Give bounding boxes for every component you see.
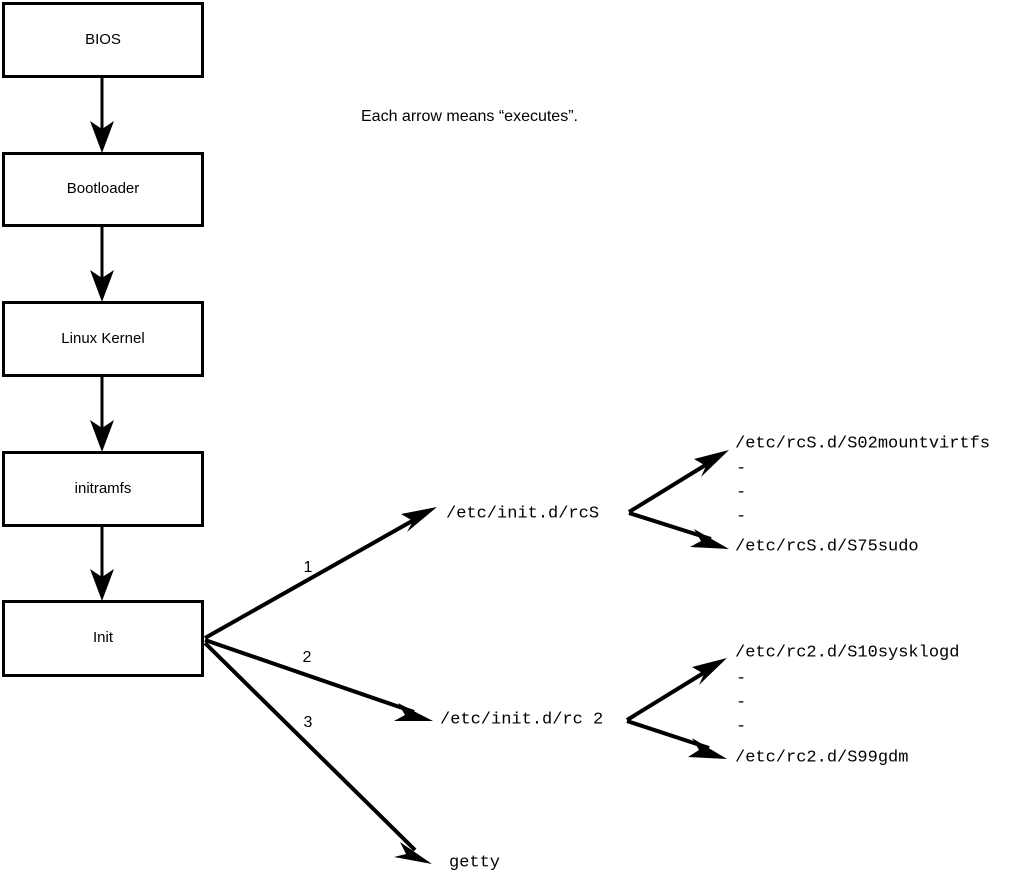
arrow-bootloader-to-kernel	[90, 226, 114, 302]
node-linux-kernel[interactable]: Linux Kernel	[2, 301, 204, 377]
node-init-label: Init	[93, 629, 114, 646]
label-rcsd-ellipsis-2: -	[736, 483, 746, 502]
edge-rc2-to-last-script	[626, 719, 727, 759]
label-rc2d-first-script[interactable]: /etc/rc2.d/S10sysklogd	[735, 643, 959, 662]
node-bios[interactable]: BIOS	[2, 2, 204, 78]
node-linux-kernel-label: Linux Kernel	[61, 330, 144, 347]
edge-label-branch-2: 2	[303, 649, 312, 666]
arrow-bios-to-bootloader	[90, 77, 114, 153]
edge-rc2-to-first-script	[625, 658, 727, 722]
edge-init-branch-1	[204, 507, 437, 640]
label-rc2d-ellipsis-3: -	[736, 717, 746, 736]
label-rcsd-last-script[interactable]: /etc/rcS.d/S75sudo	[735, 537, 919, 556]
label-etc-initd-rc2[interactable]: /etc/init.d/rc 2	[440, 710, 603, 729]
node-bootloader-rect	[2, 152, 204, 227]
node-bios-rect	[2, 2, 204, 78]
node-init-rect	[2, 600, 204, 677]
label-rcsd-ellipsis-3: -	[736, 507, 746, 526]
node-bootloader[interactable]: Bootloader	[2, 152, 204, 227]
edge-label-branch-3: 3	[304, 714, 313, 731]
arrow-kernel-to-initramfs	[90, 376, 114, 452]
arrow-initramfs-to-init	[90, 526, 114, 601]
edge-rcs-to-first-script	[627, 450, 729, 514]
edge-init-branch-2	[204, 638, 433, 721]
node-bios-label: BIOS	[85, 31, 121, 48]
label-rcsd-ellipsis-1: -	[736, 459, 746, 478]
node-linux-kernel-rect	[2, 301, 204, 377]
node-initramfs-rect	[2, 451, 204, 527]
label-rc2d-ellipsis-1: -	[736, 669, 746, 688]
label-rcsd-first-script[interactable]: /etc/rcS.d/S02mountvirtfs	[735, 434, 990, 453]
label-rc2d-last-script[interactable]: /etc/rc2.d/S99gdm	[735, 748, 908, 767]
edge-label-branch-1: 1	[304, 559, 313, 576]
label-rc2d-ellipsis-2: -	[736, 693, 746, 712]
node-initramfs[interactable]: initramfs	[2, 451, 204, 527]
label-etc-initd-rcs[interactable]: /etc/init.d/rcS	[446, 504, 599, 523]
edge-rcs-to-last-script	[628, 511, 729, 549]
edge-init-branch-3	[203, 641, 432, 864]
node-initramfs-label: initramfs	[75, 480, 132, 497]
node-init[interactable]: Init	[2, 600, 204, 677]
label-getty[interactable]: getty	[449, 853, 500, 872]
diagram-caption: Each arrow means “executes”.	[361, 108, 578, 125]
node-bootloader-label: Bootloader	[67, 180, 140, 197]
